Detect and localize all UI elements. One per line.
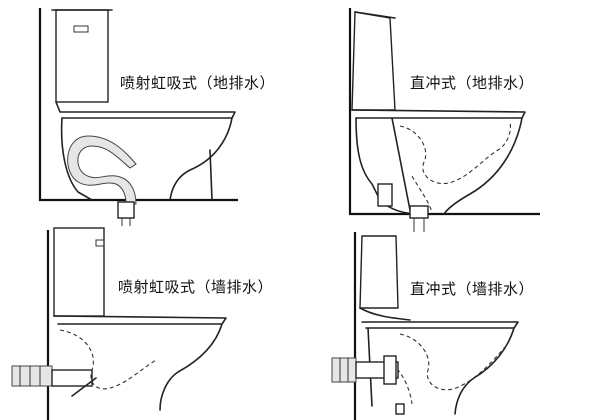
panel-label: 直冲式（墙排水） xyxy=(410,278,534,299)
